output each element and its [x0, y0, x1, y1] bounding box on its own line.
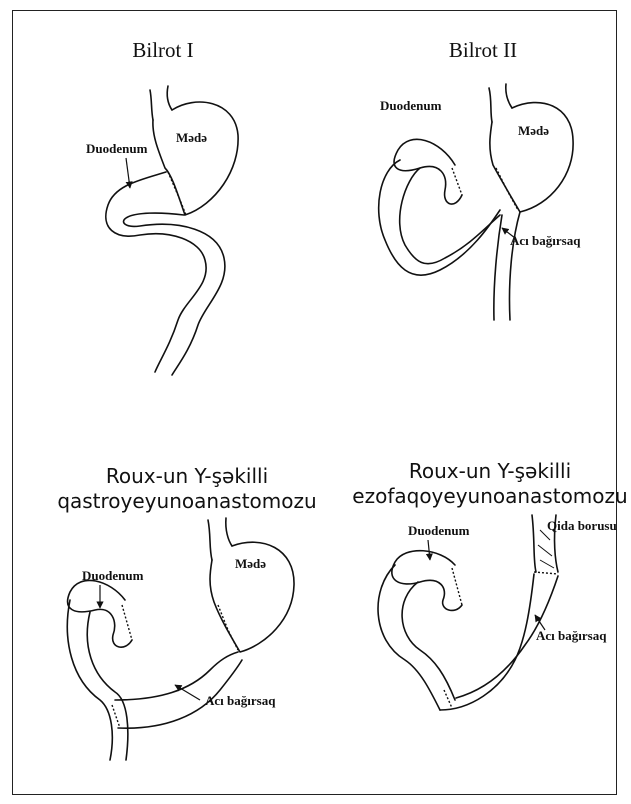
- panel-billroth-1: Bilrot I Mədə Duodenum: [86, 38, 238, 375]
- stomach-label: Mədə: [518, 123, 549, 138]
- duodenum-label: Duodenum: [380, 98, 442, 113]
- roux-limb: [440, 574, 534, 710]
- esophagus: [150, 90, 153, 120]
- duodenum-arrow: [428, 540, 430, 560]
- stomach-label: Mədə: [176, 130, 207, 145]
- duodenum-label: Duodenum: [82, 568, 144, 583]
- panel-title-line1: Roux-un Y-şəkilli: [409, 459, 571, 483]
- stomach: [153, 102, 238, 215]
- stomach: [490, 103, 573, 212]
- jejunum-arrow: [175, 685, 200, 700]
- duodenum-arrow: [126, 158, 130, 188]
- panel-title-line2: ezofaqoyeyunoanastomozu: [352, 484, 627, 508]
- panel-title-line2: qastroyeyunoanastomozu: [57, 489, 316, 513]
- panel-title: Bilrot I: [132, 38, 193, 62]
- esophagus: [532, 515, 536, 572]
- panel-billroth-2: Bilrot II Mədə Duodenum Acı bağırsaq: [379, 38, 582, 320]
- anastomosis-suture: [218, 605, 238, 650]
- jejunum-label: Acı bağırsaq: [510, 233, 581, 248]
- duodenum-stump: [392, 551, 462, 611]
- biliary-limb: [67, 600, 112, 760]
- duodenum-label: Duodenum: [86, 141, 148, 156]
- jejunum-label: Acı bağırsaq: [536, 628, 607, 643]
- stomach-label: Mədə: [235, 556, 266, 571]
- panel-roux-gastrojejunostomy: Roux-un Y-şəkilli qastroyeyunoanastomozu…: [57, 464, 316, 760]
- panel-title-line1: Roux-un Y-şəkilli: [106, 464, 268, 488]
- anastomosis-suture: [534, 572, 558, 574]
- panel-title: Bilrot II: [449, 38, 517, 62]
- esophagus-label: Qida borusu: [547, 518, 617, 533]
- jejunal-loop: [379, 160, 500, 275]
- duodenum-label: Duodenum: [408, 523, 470, 538]
- jejunum-label: Acı bağırsaq: [205, 693, 276, 708]
- esophagus: [208, 520, 212, 560]
- panel-roux-esophagojejunostomy: Roux-un Y-şəkilli ezofaqoyeyunoanastomoz…: [352, 459, 627, 710]
- esophagus: [489, 88, 492, 122]
